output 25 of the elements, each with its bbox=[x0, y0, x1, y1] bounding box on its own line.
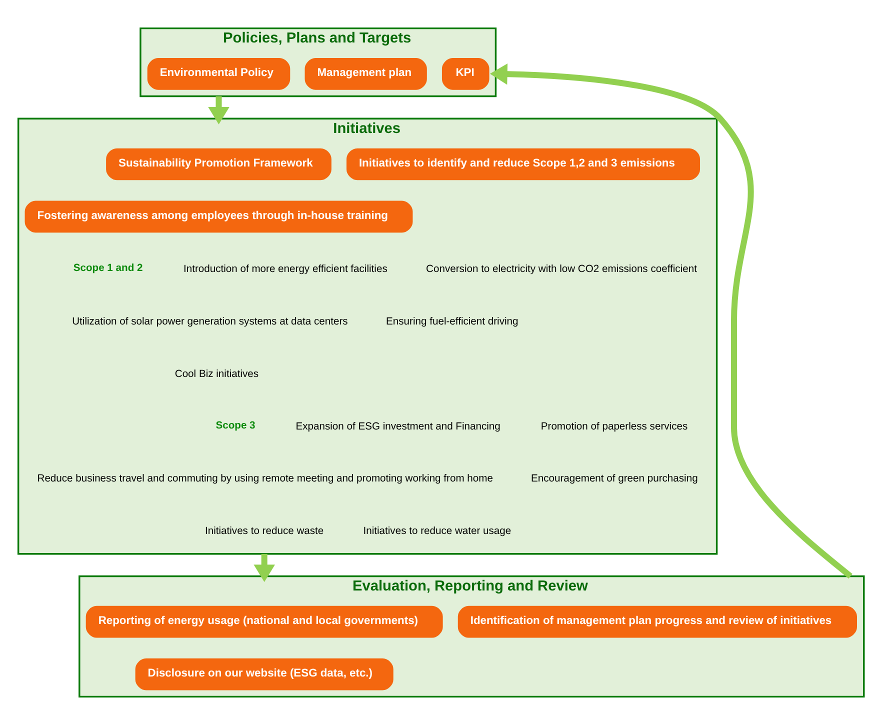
node-box: Environmental Policy bbox=[147, 58, 290, 90]
arrow bbox=[254, 554, 275, 582]
label: Reduce business travel and commuting by using remote meeting and promoting working from home bbox=[37, 474, 493, 485]
node-box: Management plan bbox=[304, 58, 427, 90]
arrow bbox=[208, 96, 230, 124]
label: Initiatives to reduce waste bbox=[204, 526, 324, 538]
label: Conversion to electricity with low CO2 emissions coefficient bbox=[426, 264, 697, 275]
label: Scope 3 bbox=[216, 420, 256, 432]
label: Utilization of solar power generation systems at data centers bbox=[72, 316, 348, 328]
label: Promotion of paperless services bbox=[540, 421, 688, 432]
label: Cool Biz initiatives bbox=[174, 368, 259, 380]
arrow bbox=[490, 63, 852, 579]
node-box: KPI bbox=[442, 58, 490, 90]
label: Introduction of more energy efficient facilities bbox=[183, 264, 388, 275]
node-box: Fostering awareness among employees through in-house training bbox=[24, 200, 413, 233]
label: Initiatives to reduce water usage bbox=[363, 526, 512, 538]
node-box: Initiatives to identify and reduce Scope 1,2 and 3 emissions bbox=[346, 148, 700, 180]
label: Encouragement of green purchasing bbox=[530, 474, 698, 485]
node-box: Disclosure on our website (ESG data, etc.) bbox=[135, 658, 394, 690]
label: Ensuring fuel-efficient driving bbox=[386, 316, 518, 328]
node-box: Reporting of energy usage (national and local governments) bbox=[86, 606, 443, 638]
label: Scope 1 and 2 bbox=[73, 262, 143, 274]
node-box: Sustainability Promotion Framework bbox=[106, 148, 332, 180]
label: Expansion of ESG investment and Financing bbox=[296, 421, 500, 432]
node-box: Identification of management plan progress and review of initiatives bbox=[458, 606, 857, 638]
